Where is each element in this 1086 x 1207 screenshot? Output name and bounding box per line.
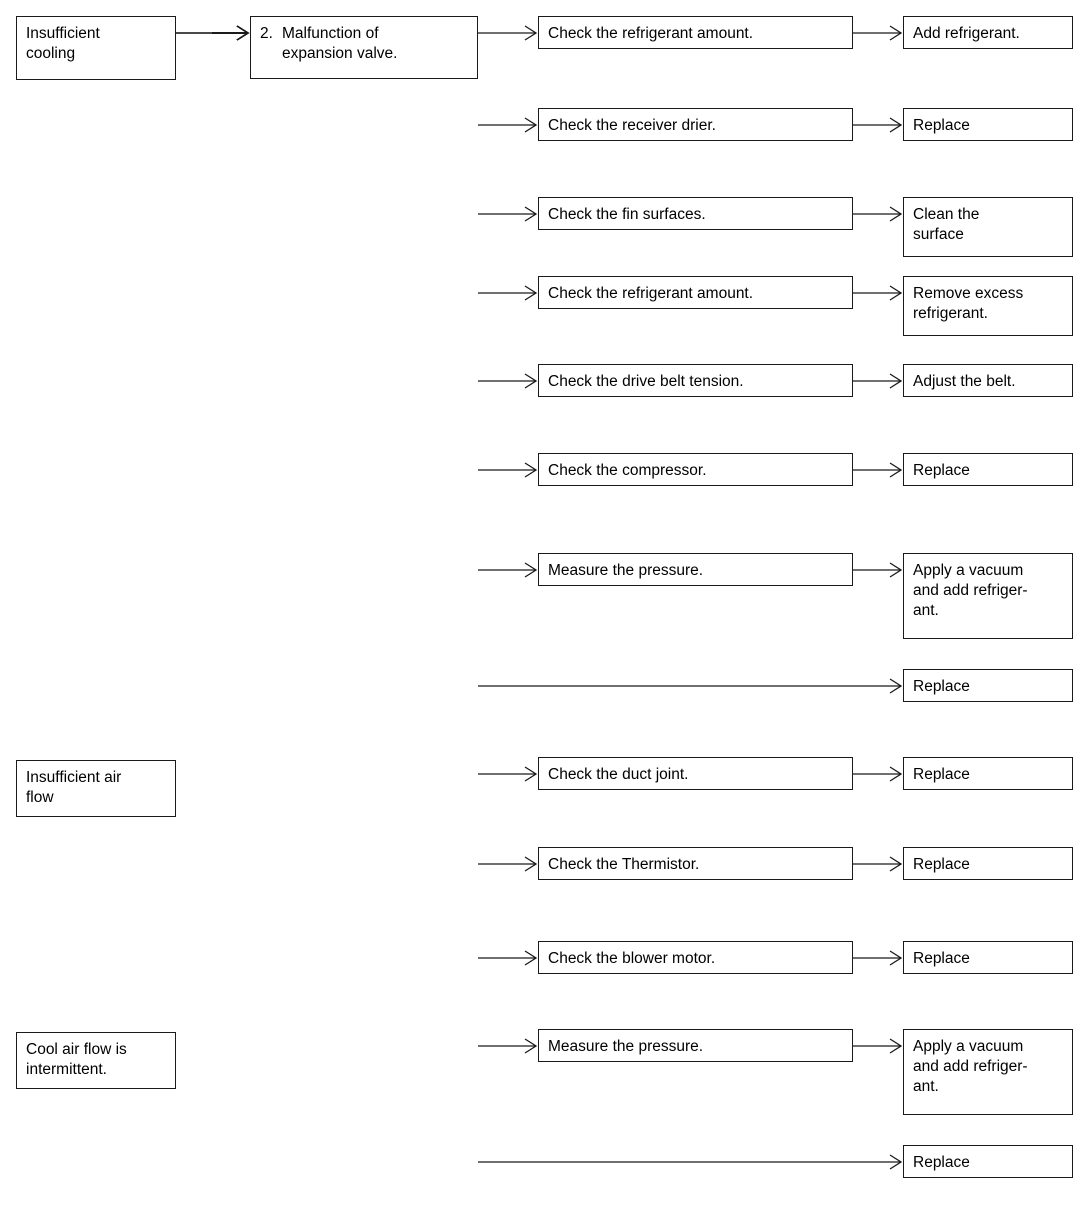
remedy-box-12: Apply a vacuum and add refriger- ant. xyxy=(903,1029,1073,1115)
symptom-box-1: Insufficient cooling xyxy=(16,16,176,80)
symptom-box-3: Cool air flow is intermittent. xyxy=(16,1032,176,1089)
cause-box-3-2: 2. Malfunction of expansion valve. xyxy=(250,16,478,79)
item-text: Malfunction of expansion valve. xyxy=(282,25,398,62)
check-box-9: Check the Thermistor. xyxy=(538,847,853,880)
remedy-box-9: Replace xyxy=(903,757,1073,790)
remedy-box-8: Replace xyxy=(903,669,1073,702)
remedy-box-3: Clean the surface xyxy=(903,197,1073,257)
remedy-box-11: Replace xyxy=(903,941,1073,974)
check-box-5: Check the drive belt tension. xyxy=(538,364,853,397)
remedy-box-2: Replace xyxy=(903,108,1073,141)
item-number: 2. xyxy=(260,25,273,42)
remedy-box-1: Add refrigerant. xyxy=(903,16,1073,49)
remedy-box-10: Replace xyxy=(903,847,1073,880)
check-box-2: Check the receiver drier. xyxy=(538,108,853,141)
remedy-box-4: Remove excess refrigerant. xyxy=(903,276,1073,336)
remedy-box-13: Replace xyxy=(903,1145,1073,1178)
check-box-6: Check the compressor. xyxy=(538,453,853,486)
check-box-11: Measure the pressure. xyxy=(538,1029,853,1062)
remedy-box-6: Replace xyxy=(903,453,1073,486)
remedy-box-7: Apply a vacuum and add refriger- ant. xyxy=(903,553,1073,639)
check-box-7: Measure the pressure. xyxy=(538,553,853,586)
check-box-4: Check the refrigerant amount. xyxy=(538,276,853,309)
symptom-box-2: Insufficient air flow xyxy=(16,760,176,817)
check-box-10: Check the blower motor. xyxy=(538,941,853,974)
check-box-8: Check the duct joint. xyxy=(538,757,853,790)
check-box-3: Check the fin surfaces. xyxy=(538,197,853,230)
remedy-box-5: Adjust the belt. xyxy=(903,364,1073,397)
check-box-1: Check the refrigerant amount. xyxy=(538,16,853,49)
